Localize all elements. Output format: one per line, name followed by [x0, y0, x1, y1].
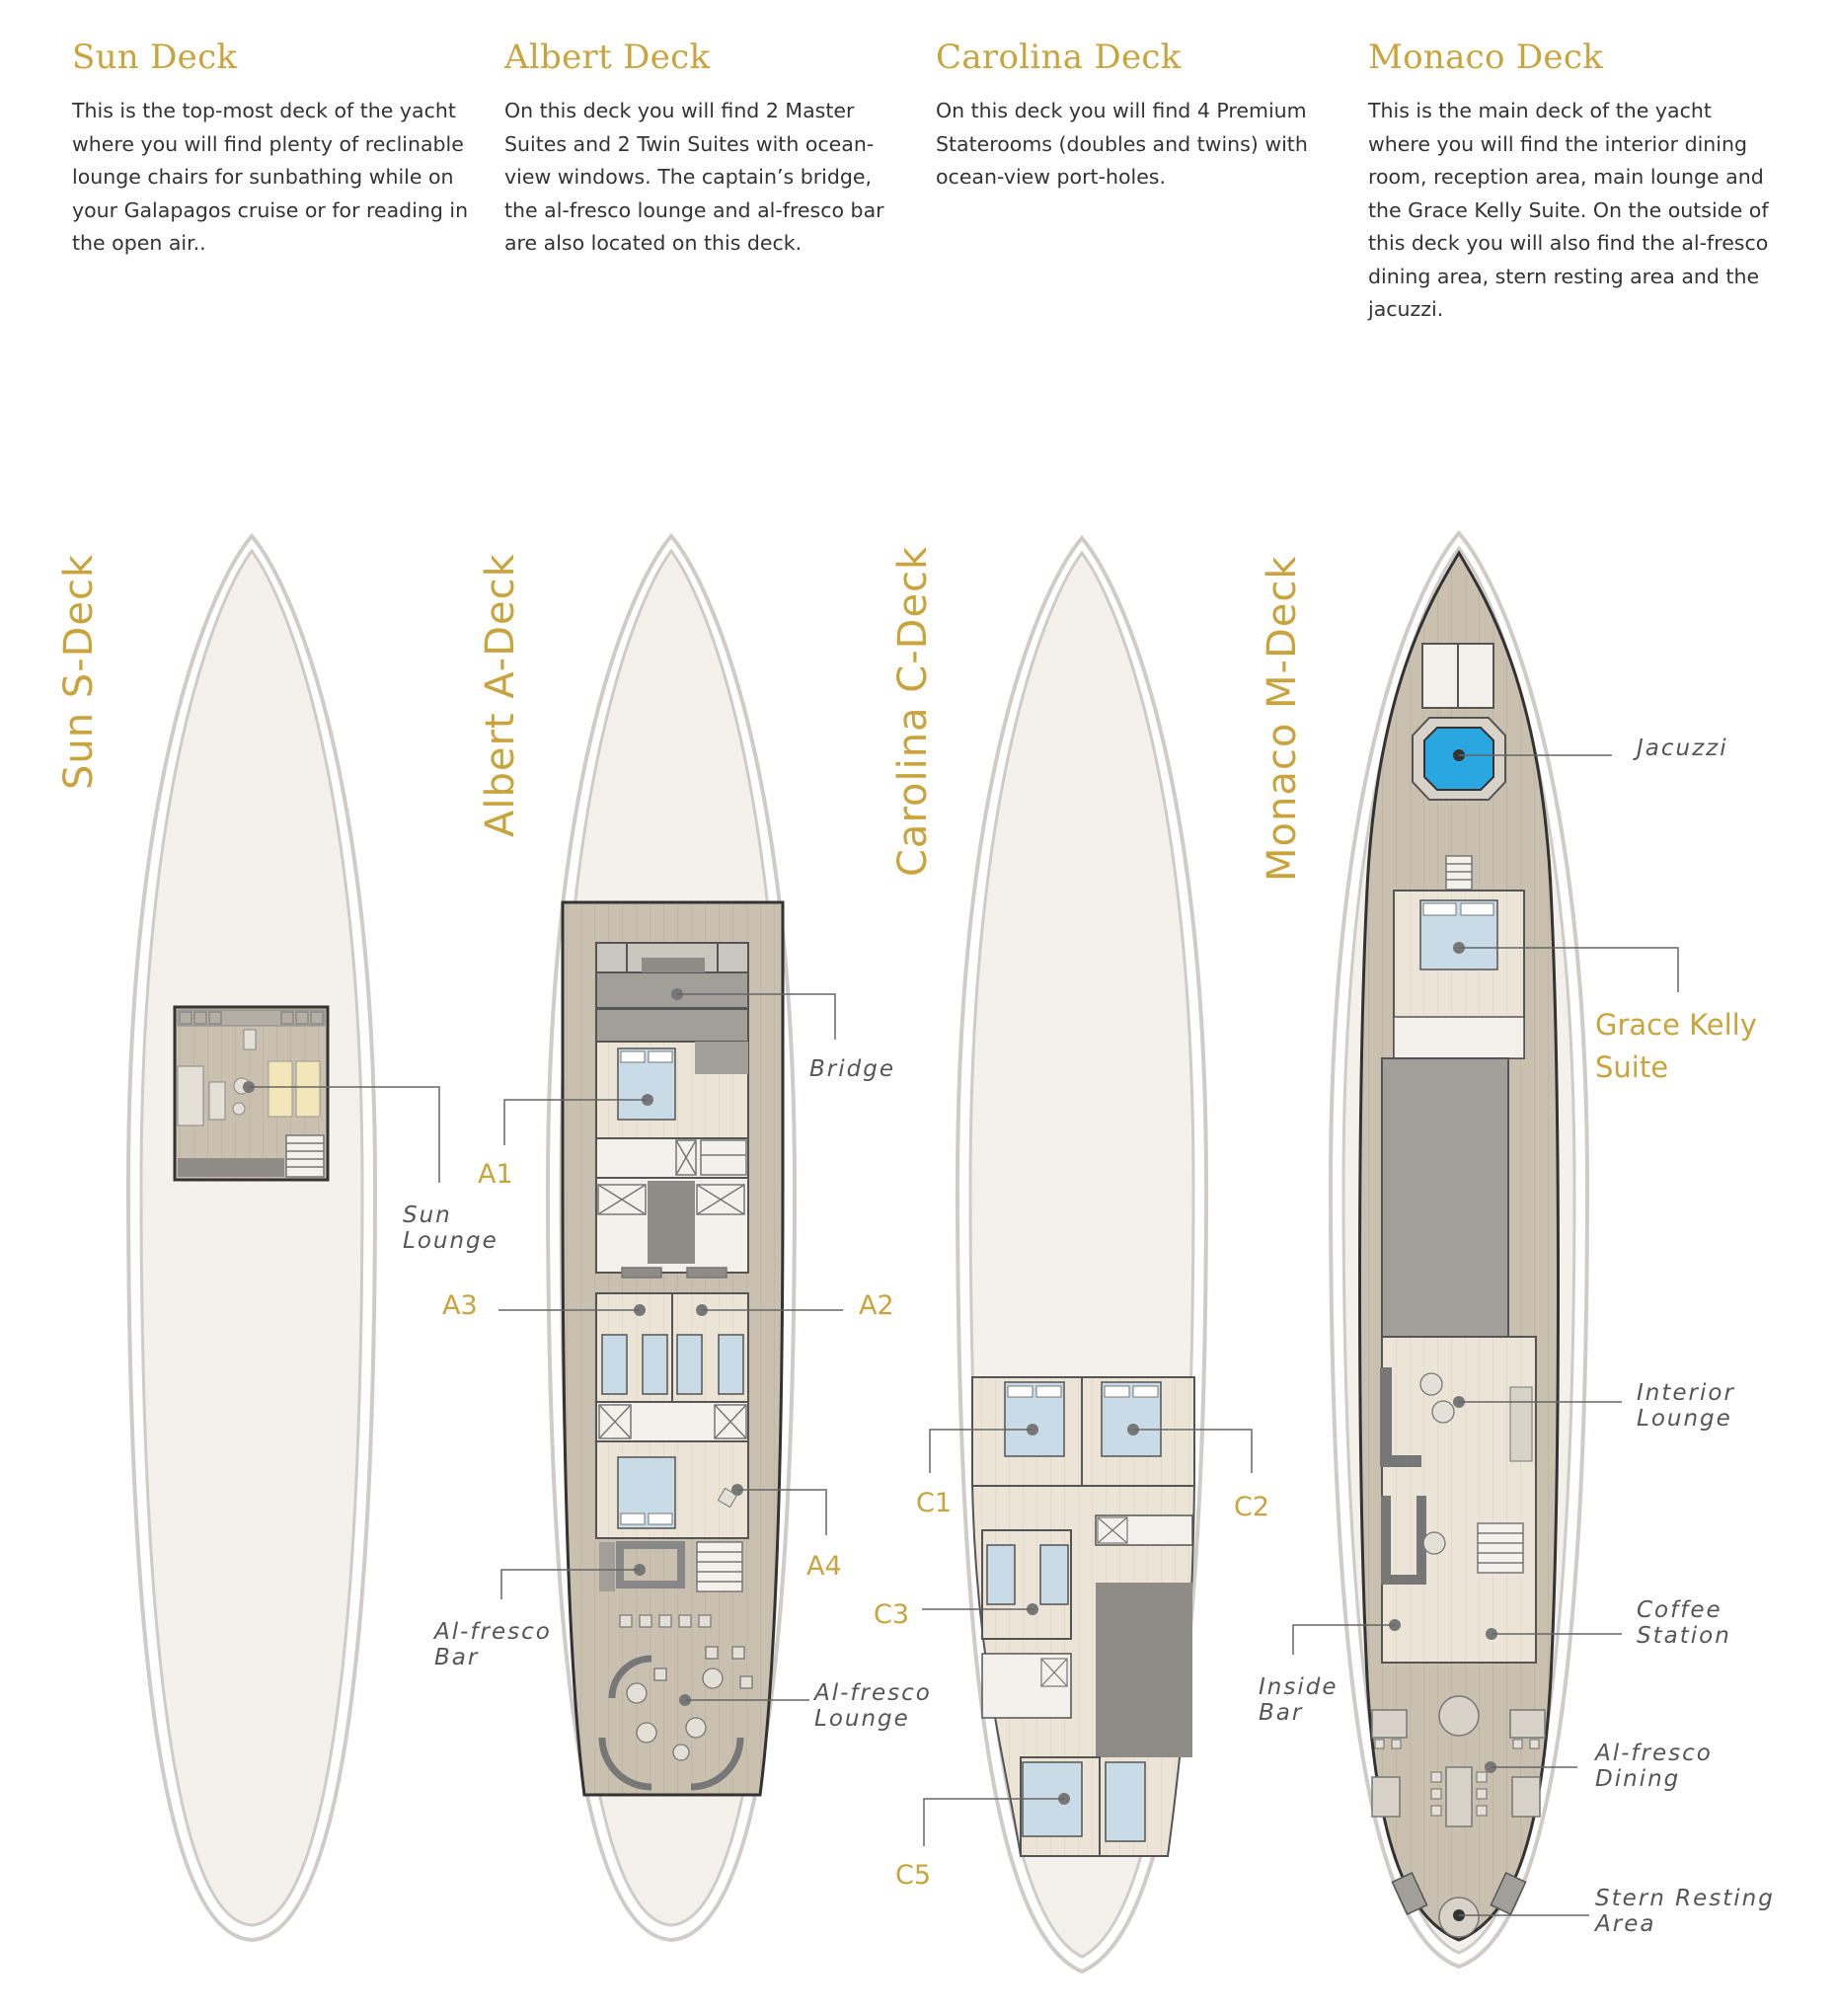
sun-deck-description: Sun Deck This is the top-most deck of th…: [72, 38, 477, 261]
bed-icon: [1105, 1761, 1146, 1842]
cabin-a1-label: A1: [478, 1159, 513, 1190]
albert-deck-heading: Albert Deck: [504, 38, 711, 77]
albert-hull-outer: [545, 532, 798, 1943]
carolina-deck-plan: C1 C2 C3 C5 Carolina C-Deck: [874, 534, 1269, 1975]
cabin-c3-label: C3: [874, 1599, 909, 1630]
cabin-c1-label: C1: [916, 1488, 952, 1518]
sun-deck-heading: Sun Deck: [72, 38, 238, 77]
sun-lounger: [295, 1060, 321, 1118]
carolina-deck-title: Carolina C-Deck: [890, 546, 936, 877]
monaco-hull-outer: [1328, 529, 1590, 1970]
monaco-deck-plan: Jacuzzi Grace Kelly Suite Interior Loung…: [1259, 529, 1775, 1970]
sun-lounge-label: Sun: [403, 1202, 452, 1228]
grace-kelly-suite-label: Grace Kelly: [1595, 1008, 1757, 1042]
sun-deck-title: Sun S-Deck: [56, 554, 102, 790]
monaco-deck-description: Monaco Deck This is the main deck of the…: [1368, 38, 1773, 327]
bed-icon: [601, 1334, 628, 1395]
carolina-deck-heading: Carolina Deck: [936, 38, 1182, 77]
interior-lounge-label: Interior: [1637, 1380, 1735, 1406]
sun-lounger: [268, 1060, 293, 1118]
monaco-deck-title: Monaco M-Deck: [1260, 555, 1305, 882]
stern-resting-label: Stern Resting: [1595, 1886, 1775, 1911]
sun-hull-inner: [139, 548, 364, 1927]
sun-deck-plan: Sun Lounge Sun S-Deck: [56, 532, 498, 1943]
albert-deck-description: Albert Deck On this deck you will find 2…: [504, 38, 909, 261]
sun-lounge-label: Lounge: [403, 1228, 498, 1254]
bed-icon: [718, 1334, 744, 1395]
coffee-station-label: Station: [1637, 1623, 1731, 1649]
albert-deck-text: On this deck you will find 2 Master Suit…: [504, 99, 884, 255]
stern-resting-label: Area: [1593, 1911, 1655, 1937]
cabin-a2-label: A2: [859, 1290, 894, 1321]
al-fresco-dining-label: Al-fresco: [1593, 1741, 1713, 1766]
carolina-hull-outer: [955, 534, 1209, 1975]
cabin-c5-label: C5: [895, 1860, 931, 1891]
grace-kelly-suite-label: Suite: [1595, 1050, 1668, 1084]
al-fresco-dining-label: Dining: [1595, 1766, 1680, 1792]
coffee-station-label: Coffee: [1637, 1597, 1722, 1623]
carolina-deck-text: On this deck you will find 4 Premium Sta…: [936, 99, 1308, 189]
al-fresco-bar-label: Bar: [434, 1645, 479, 1670]
al-fresco-bar-label: Al-fresco: [432, 1619, 552, 1645]
al-fresco-bar: [616, 1541, 685, 1589]
bridge-label: Bridge: [809, 1056, 895, 1082]
monaco-deck-heading: Monaco Deck: [1368, 38, 1604, 77]
carolina-deck-description: Carolina Deck On this deck you will find…: [936, 38, 1340, 194]
sun-hull-outer: [125, 532, 378, 1943]
al-fresco-lounge-label: Al-fresco: [812, 1680, 932, 1706]
bed-icon: [986, 1544, 1016, 1605]
cabin-a4-label: A4: [806, 1551, 842, 1582]
al-fresco-lounge-label: Lounge: [814, 1706, 910, 1732]
monaco-deck-text: This is the main deck of the yacht where…: [1368, 99, 1769, 321]
bed-icon: [642, 1334, 668, 1395]
inside-bar-label: Bar: [1259, 1700, 1303, 1726]
inside-bar-label: Inside: [1259, 1674, 1338, 1700]
cabin-a3-label: A3: [442, 1290, 478, 1321]
albert-deck-title: Albert A-Deck: [478, 553, 523, 837]
bed-icon: [676, 1334, 703, 1395]
albert-deck-plan: Bridge A1 A3 A2 A4 Al-fresco Bar Al-fres…: [432, 532, 932, 1943]
cabin-c2-label: C2: [1234, 1492, 1269, 1522]
bed-icon: [1039, 1544, 1069, 1605]
al-fresco-lounge-seating: [598, 1655, 744, 1791]
interior-lounge-label: Lounge: [1637, 1406, 1732, 1432]
jacuzzi-label: Jacuzzi: [1633, 736, 1728, 761]
sun-deck-text: This is the top-most deck of the yacht w…: [72, 99, 469, 255]
